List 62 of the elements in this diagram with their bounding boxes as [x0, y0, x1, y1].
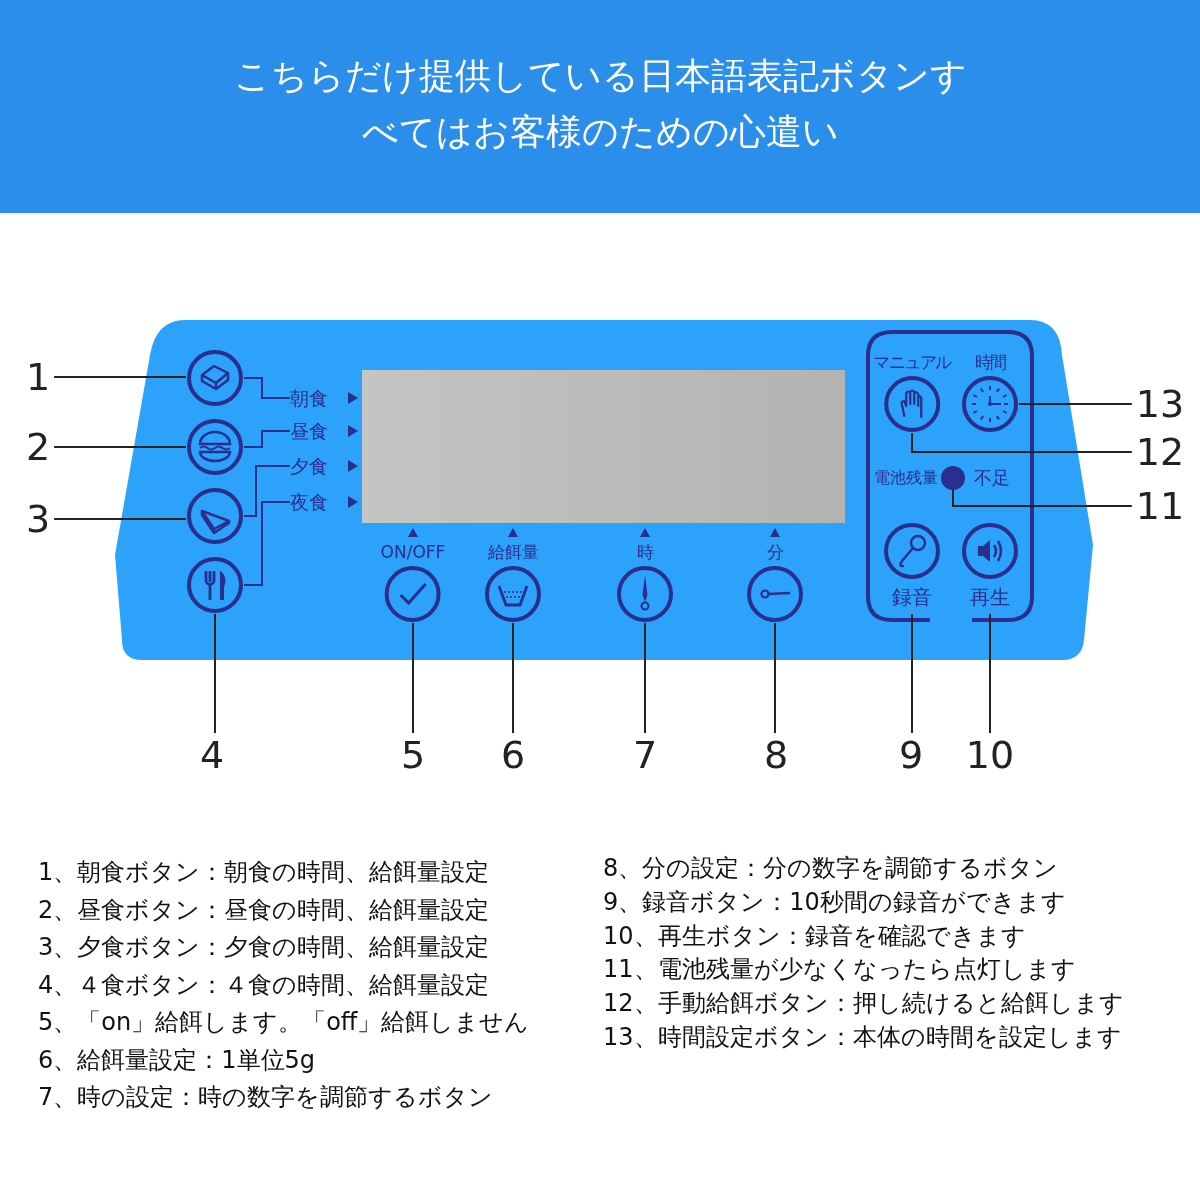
- callout-number: 11: [1131, 484, 1189, 528]
- description-text: 12、手動給餌ボタン：押し続けると給餌します: [603, 988, 1124, 1019]
- callout-number: 13: [1131, 382, 1189, 426]
- leader-line: [774, 622, 776, 734]
- callout-number: 5: [396, 733, 430, 777]
- leader-line: [911, 613, 913, 734]
- description-text: 6、給餌量設定：1単位5g: [38, 1044, 316, 1075]
- indicator-label: 不足: [973, 466, 1011, 490]
- description-text: 1、朝食ボタン：朝食の時間、給餌量設定: [38, 857, 490, 887]
- button-label: 時: [636, 541, 654, 564]
- button-label: 再生: [970, 584, 1010, 611]
- callout-number: 3: [21, 497, 55, 541]
- meal-label: 夕食: [290, 454, 328, 478]
- description-text: 8、分の設定：分の数字を調節するボタン: [603, 853, 1059, 883]
- callout-number: 4: [195, 733, 229, 777]
- leader-line: [952, 489, 1133, 507]
- leader-line: [53, 446, 187, 448]
- meal-label: 朝食: [290, 386, 328, 410]
- callout-number: 1: [21, 355, 55, 399]
- leader-line: [911, 432, 1133, 453]
- bread-button: [186, 349, 244, 407]
- connector-line: [243, 465, 291, 517]
- callout-number: 7: [628, 733, 662, 777]
- callout-number: 8: [759, 733, 793, 777]
- cake-button: [186, 487, 244, 545]
- leader-line: [214, 613, 216, 734]
- description-text: 4、４食ボタン：４食の時間、給餌量設定: [38, 969, 490, 1000]
- description-text: 7、時の設定：時の数字を調節するボタン: [38, 1082, 494, 1112]
- indicator-label: 電池残量: [873, 467, 938, 489]
- callout-number: 2: [21, 425, 55, 469]
- button-label: マニュアル: [873, 351, 951, 374]
- callout-number: 9: [894, 733, 928, 777]
- description-text: 2、昼食ボタン：昼食の時間、給餌量設定: [38, 894, 490, 925]
- button-label: 分: [766, 541, 784, 564]
- meal-label: 昼食: [290, 419, 328, 443]
- leader-line: [989, 613, 991, 734]
- button-label: 録音: [892, 584, 932, 611]
- burger-button: [186, 418, 244, 476]
- connector-line: [243, 501, 291, 586]
- leader-line: [512, 622, 514, 734]
- description-text: 3、夕食ボタン：夕食の時間、給餌量設定: [38, 932, 490, 962]
- connector-line: [243, 377, 291, 399]
- meal-label: 夜食: [290, 490, 328, 514]
- callout-number: 10: [961, 733, 1019, 777]
- leader-line: [53, 518, 187, 520]
- leader-line: [412, 622, 414, 734]
- connector-line: [243, 430, 291, 448]
- description-text: 10、再生ボタン：録音を確認できます: [603, 920, 1026, 951]
- cutlery-button: [186, 556, 244, 614]
- title-text: こちらだけ提供している日本語表記ボタンすべてはお客様のための心遣い: [233, 54, 968, 154]
- leader-line: [53, 376, 187, 378]
- callout-number: 6: [496, 733, 530, 777]
- button-label: ON/OFF: [380, 541, 446, 564]
- button-label: 時間: [974, 351, 1006, 374]
- leader-line: [1018, 403, 1133, 405]
- description-text: 11、電池残量が少なくなったら点灯します: [603, 954, 1076, 985]
- callout-number: 12: [1131, 430, 1189, 474]
- description-text: 5、「on」給餌します。「off」給餌しません: [38, 1007, 530, 1037]
- description-text: 13、時間設定ボタン：本体の時間を設定します: [603, 1022, 1122, 1052]
- leader-line: [644, 622, 646, 734]
- button-label: 給餌量: [487, 541, 539, 564]
- description-text: 9、録音ボタン：10秒間の録音ができます: [603, 886, 1066, 917]
